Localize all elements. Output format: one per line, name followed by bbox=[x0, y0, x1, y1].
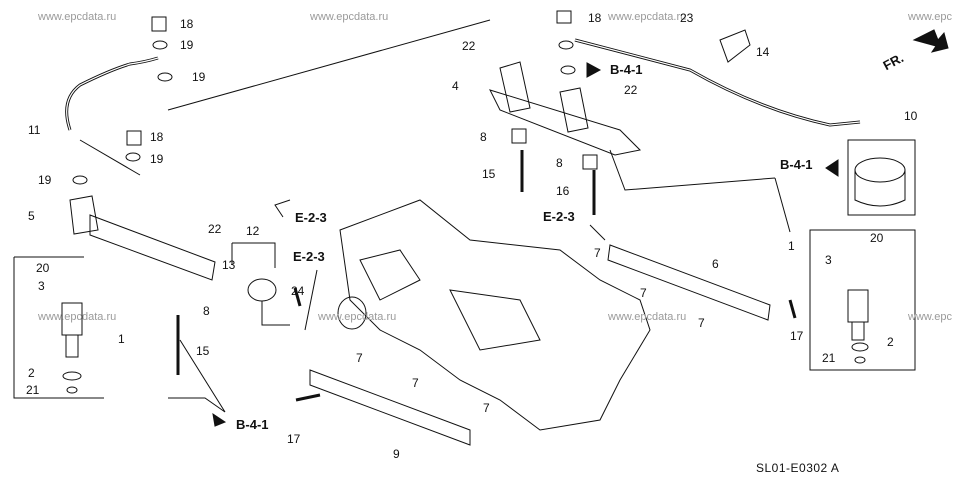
callout-7-right-a[interactable]: 7 bbox=[594, 246, 601, 260]
callout-20-right[interactable]: 20 bbox=[870, 231, 884, 245]
callout-11[interactable]: 11 bbox=[28, 123, 41, 137]
callout-21-right[interactable]: 21 bbox=[822, 351, 836, 365]
watermark: www.epcdata.ru bbox=[310, 11, 389, 23]
watermark: www.epc bbox=[908, 311, 953, 323]
callout-17-bottom[interactable]: 17 bbox=[287, 432, 301, 446]
callout-1-right[interactable]: 1 bbox=[788, 239, 795, 253]
callout-7-lower-a[interactable]: 7 bbox=[356, 351, 363, 365]
callout-19-left[interactable]: 19 bbox=[38, 173, 52, 187]
ref-e-2-3-mid[interactable]: E-2-3 bbox=[293, 249, 325, 264]
watermark: www.epcdata.ru bbox=[608, 11, 687, 23]
callout-3-right[interactable]: 3 bbox=[825, 253, 832, 267]
callout-19-upper-left-b[interactable]: 19 bbox=[192, 70, 206, 84]
callout-23[interactable]: 23 bbox=[680, 11, 694, 25]
callout-18-top[interactable]: 18 bbox=[588, 11, 602, 25]
callout-19-upper-left-a[interactable]: 19 bbox=[180, 38, 194, 52]
callout-2-left[interactable]: 2 bbox=[28, 366, 35, 380]
callout-21-left[interactable]: 21 bbox=[26, 383, 40, 397]
callout-14[interactable]: 14 bbox=[756, 45, 770, 59]
callout-7-right-b[interactable]: 7 bbox=[640, 286, 647, 300]
callout-22-left[interactable]: 22 bbox=[208, 222, 222, 236]
callout-2-right[interactable]: 2 bbox=[887, 335, 894, 349]
callout-3-left[interactable]: 3 bbox=[38, 279, 45, 293]
callout-15-left[interactable]: 15 bbox=[196, 344, 210, 358]
diagram-code-suffix: A bbox=[830, 461, 840, 475]
ref-b-4-1-top[interactable]: B-4-1 bbox=[610, 62, 643, 77]
diagram-code-main: SL01-E0302 bbox=[756, 461, 828, 475]
watermark: www.epcdata.ru bbox=[38, 11, 117, 23]
callout-5[interactable]: 5 bbox=[28, 209, 35, 223]
callout-19-mid-left[interactable]: 19 bbox=[150, 152, 164, 166]
callout-24[interactable]: 24 bbox=[291, 284, 305, 298]
callout-17-right[interactable]: 17 bbox=[790, 329, 804, 343]
callout-6[interactable]: 6 bbox=[712, 257, 719, 271]
ref-b-4-1-bottom[interactable]: B-4-1 bbox=[236, 417, 269, 432]
callout-22-top[interactable]: 22 bbox=[462, 39, 476, 53]
callout-15-center[interactable]: 15 bbox=[482, 167, 496, 181]
callout-8-right[interactable]: 8 bbox=[556, 156, 563, 170]
callout-13[interactable]: 13 bbox=[222, 258, 236, 272]
callout-7-right-c[interactable]: 7 bbox=[698, 316, 705, 330]
callout-1-left[interactable]: 1 bbox=[118, 332, 125, 346]
callout-18-upper-left[interactable]: 18 bbox=[180, 17, 194, 31]
callout-7-lower-b[interactable]: 7 bbox=[412, 376, 419, 390]
watermark: www.epcdata.ru bbox=[608, 311, 687, 323]
callout-18-mid-left[interactable]: 18 bbox=[150, 130, 164, 144]
watermark: www.epcdata.ru bbox=[318, 311, 397, 323]
ref-e-2-3-left[interactable]: E-2-3 bbox=[295, 210, 327, 225]
callout-22-right[interactable]: 22 bbox=[624, 83, 638, 97]
callout-12[interactable]: 12 bbox=[246, 224, 260, 238]
ref-b-4-1-right[interactable]: B-4-1 bbox=[780, 157, 813, 172]
ref-e-2-3-right[interactable]: E-2-3 bbox=[543, 209, 575, 224]
callout-4[interactable]: 4 bbox=[452, 79, 459, 93]
callout-7-lower-c[interactable]: 7 bbox=[483, 401, 490, 415]
callout-9[interactable]: 9 bbox=[393, 447, 400, 461]
watermark: www.epcdata.ru bbox=[38, 311, 117, 323]
callout-8-left[interactable]: 8 bbox=[203, 304, 210, 318]
callout-8-center[interactable]: 8 bbox=[480, 130, 487, 144]
watermark: www.epc bbox=[908, 11, 953, 23]
diagram-code: SL01-E0302 A bbox=[756, 462, 839, 474]
callout-20-left[interactable]: 20 bbox=[36, 261, 50, 275]
callout-16[interactable]: 16 bbox=[556, 184, 570, 198]
callout-10[interactable]: 10 bbox=[904, 109, 918, 123]
